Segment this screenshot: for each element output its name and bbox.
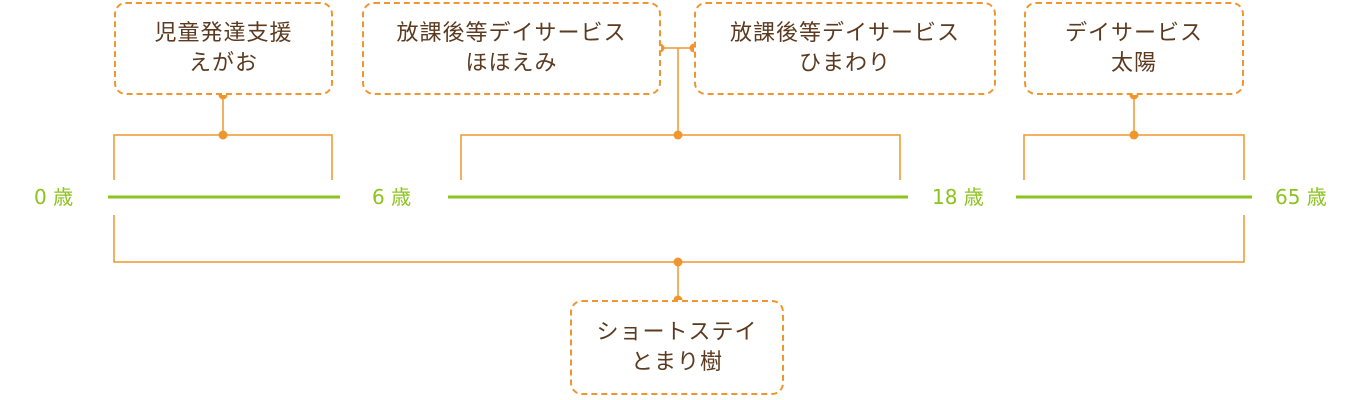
age-label-65: 65 歳 — [1275, 185, 1327, 209]
age-label-0: 0 歳 — [34, 185, 74, 209]
service-egao-name: えがお — [188, 50, 258, 76]
service-box-hohoemi: 放課後等デイサービス ほほえみ — [362, 2, 661, 95]
service-egao-type: 児童発達支援 — [154, 20, 293, 46]
service-box-tomarigi: ショートステイ とまり樹 — [570, 300, 784, 395]
service-taiyo-type: デイサービス — [1064, 20, 1203, 46]
service-himawari-name: ひまわり — [798, 50, 891, 76]
bracket-tomarigi — [113, 215, 1245, 300]
service-himawari-type: 放課後等デイサービス — [729, 20, 960, 46]
connector-dot-after-school-bracket — [673, 130, 683, 140]
service-box-egao: 児童発達支援 えがお — [114, 2, 333, 95]
connector-dot-taiyo-bracket — [1129, 130, 1139, 140]
connector-dot-tomarigi-bracket — [673, 257, 683, 267]
service-taiyo-name: 太陽 — [1110, 50, 1157, 76]
age-label-18: 18 歳 — [932, 185, 984, 209]
service-tomarigi-name: とまり樹 — [630, 349, 723, 375]
service-box-taiyo: デイサービス 太陽 — [1024, 2, 1244, 95]
connector-dot-egao-bracket — [218, 130, 228, 140]
age-label-6: 6 歳 — [372, 185, 412, 209]
service-box-himawari: 放課後等デイサービス ひまわり — [694, 2, 996, 95]
service-tomarigi-type: ショートステイ — [596, 319, 758, 345]
service-hohoemi-type: 放課後等デイサービス — [396, 20, 627, 46]
service-hohoemi-name: ほほえみ — [465, 50, 558, 76]
